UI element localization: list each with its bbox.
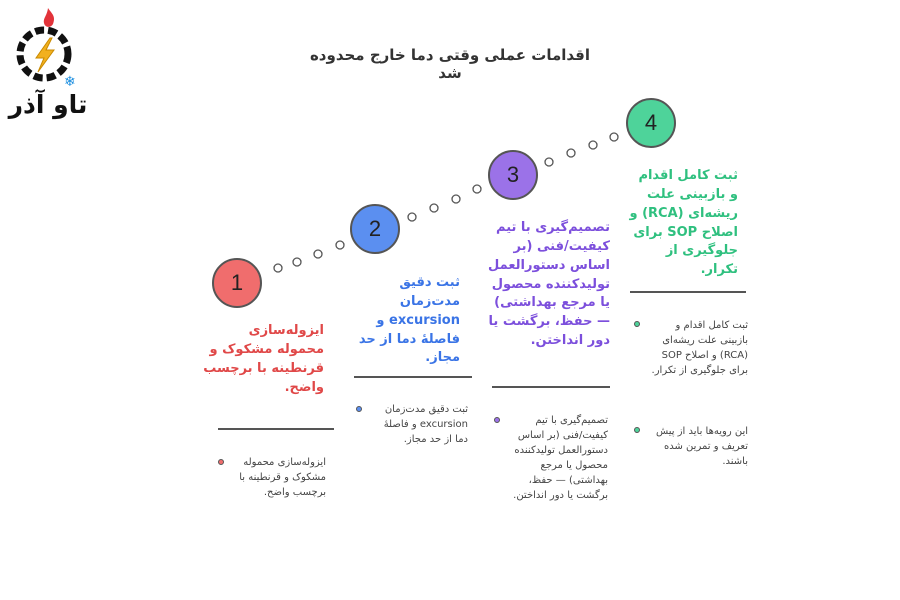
step-1-circle: 1 — [212, 258, 262, 308]
page-title: اقدامات عملی وقتی دما خارج محدوده شد — [309, 46, 591, 82]
flame-icon — [43, 8, 55, 27]
step-2-heading: ثبت دقیق مدت‌زمان excursion و فاصلهٔ دما… — [358, 275, 460, 366]
step-number: 1 — [230, 270, 244, 295]
step-number: 2 — [368, 216, 382, 241]
step-1-heading: ایزوله‌سازی محموله مشکوک و قرنطینه با بر… — [203, 323, 324, 395]
snowflake-icon: ❄ — [64, 74, 76, 90]
tav-azar-logo: ❄ — [16, 8, 76, 90]
bullet-dot — [218, 459, 224, 465]
bullet-dot — [634, 427, 640, 433]
bullet-dot — [356, 406, 362, 412]
step-2-divider — [354, 376, 472, 378]
step-3-bullet: تصمیم‌گیری با تیم کیفیت/فنی (بر اساس دست… — [513, 415, 608, 501]
bullet-dot — [634, 321, 640, 327]
bullet-dot — [494, 417, 500, 423]
step-2-bullet: ثبت دقیق مدت‌زمان excursion و فاصلهٔ دما… — [383, 404, 468, 445]
lightning-icon — [35, 37, 55, 73]
step-2-circle: 2 — [350, 204, 400, 254]
step-4-bullet-2: این رویه‌ها باید از پیش تعریف و تمرین شد… — [655, 426, 748, 467]
step-3-divider — [492, 386, 610, 388]
step-number: 4 — [644, 110, 658, 135]
step-4-divider — [630, 291, 746, 293]
step-1-divider — [218, 428, 334, 430]
step-1-bullet: ایزوله‌سازی محموله مشکوک و قرنطینه با بر… — [239, 457, 326, 498]
step-3-circle: 3 — [488, 150, 538, 200]
step-4-bullet-1: ثبت کامل اقدام و بازبینی علت ریشه‌ای (RC… — [651, 320, 748, 376]
step-number: 3 — [506, 162, 520, 187]
step-4-circle: 4 — [626, 98, 676, 148]
step-4-heading: ثبت کامل اقدام و بازبینی علت ریشه‌ای (RC… — [629, 168, 738, 278]
step-3-heading: تصمیم‌گیری با تیم کیفیت/فنی (بر اساس دست… — [488, 220, 610, 349]
logo-text: تاو آذر — [8, 90, 88, 119]
